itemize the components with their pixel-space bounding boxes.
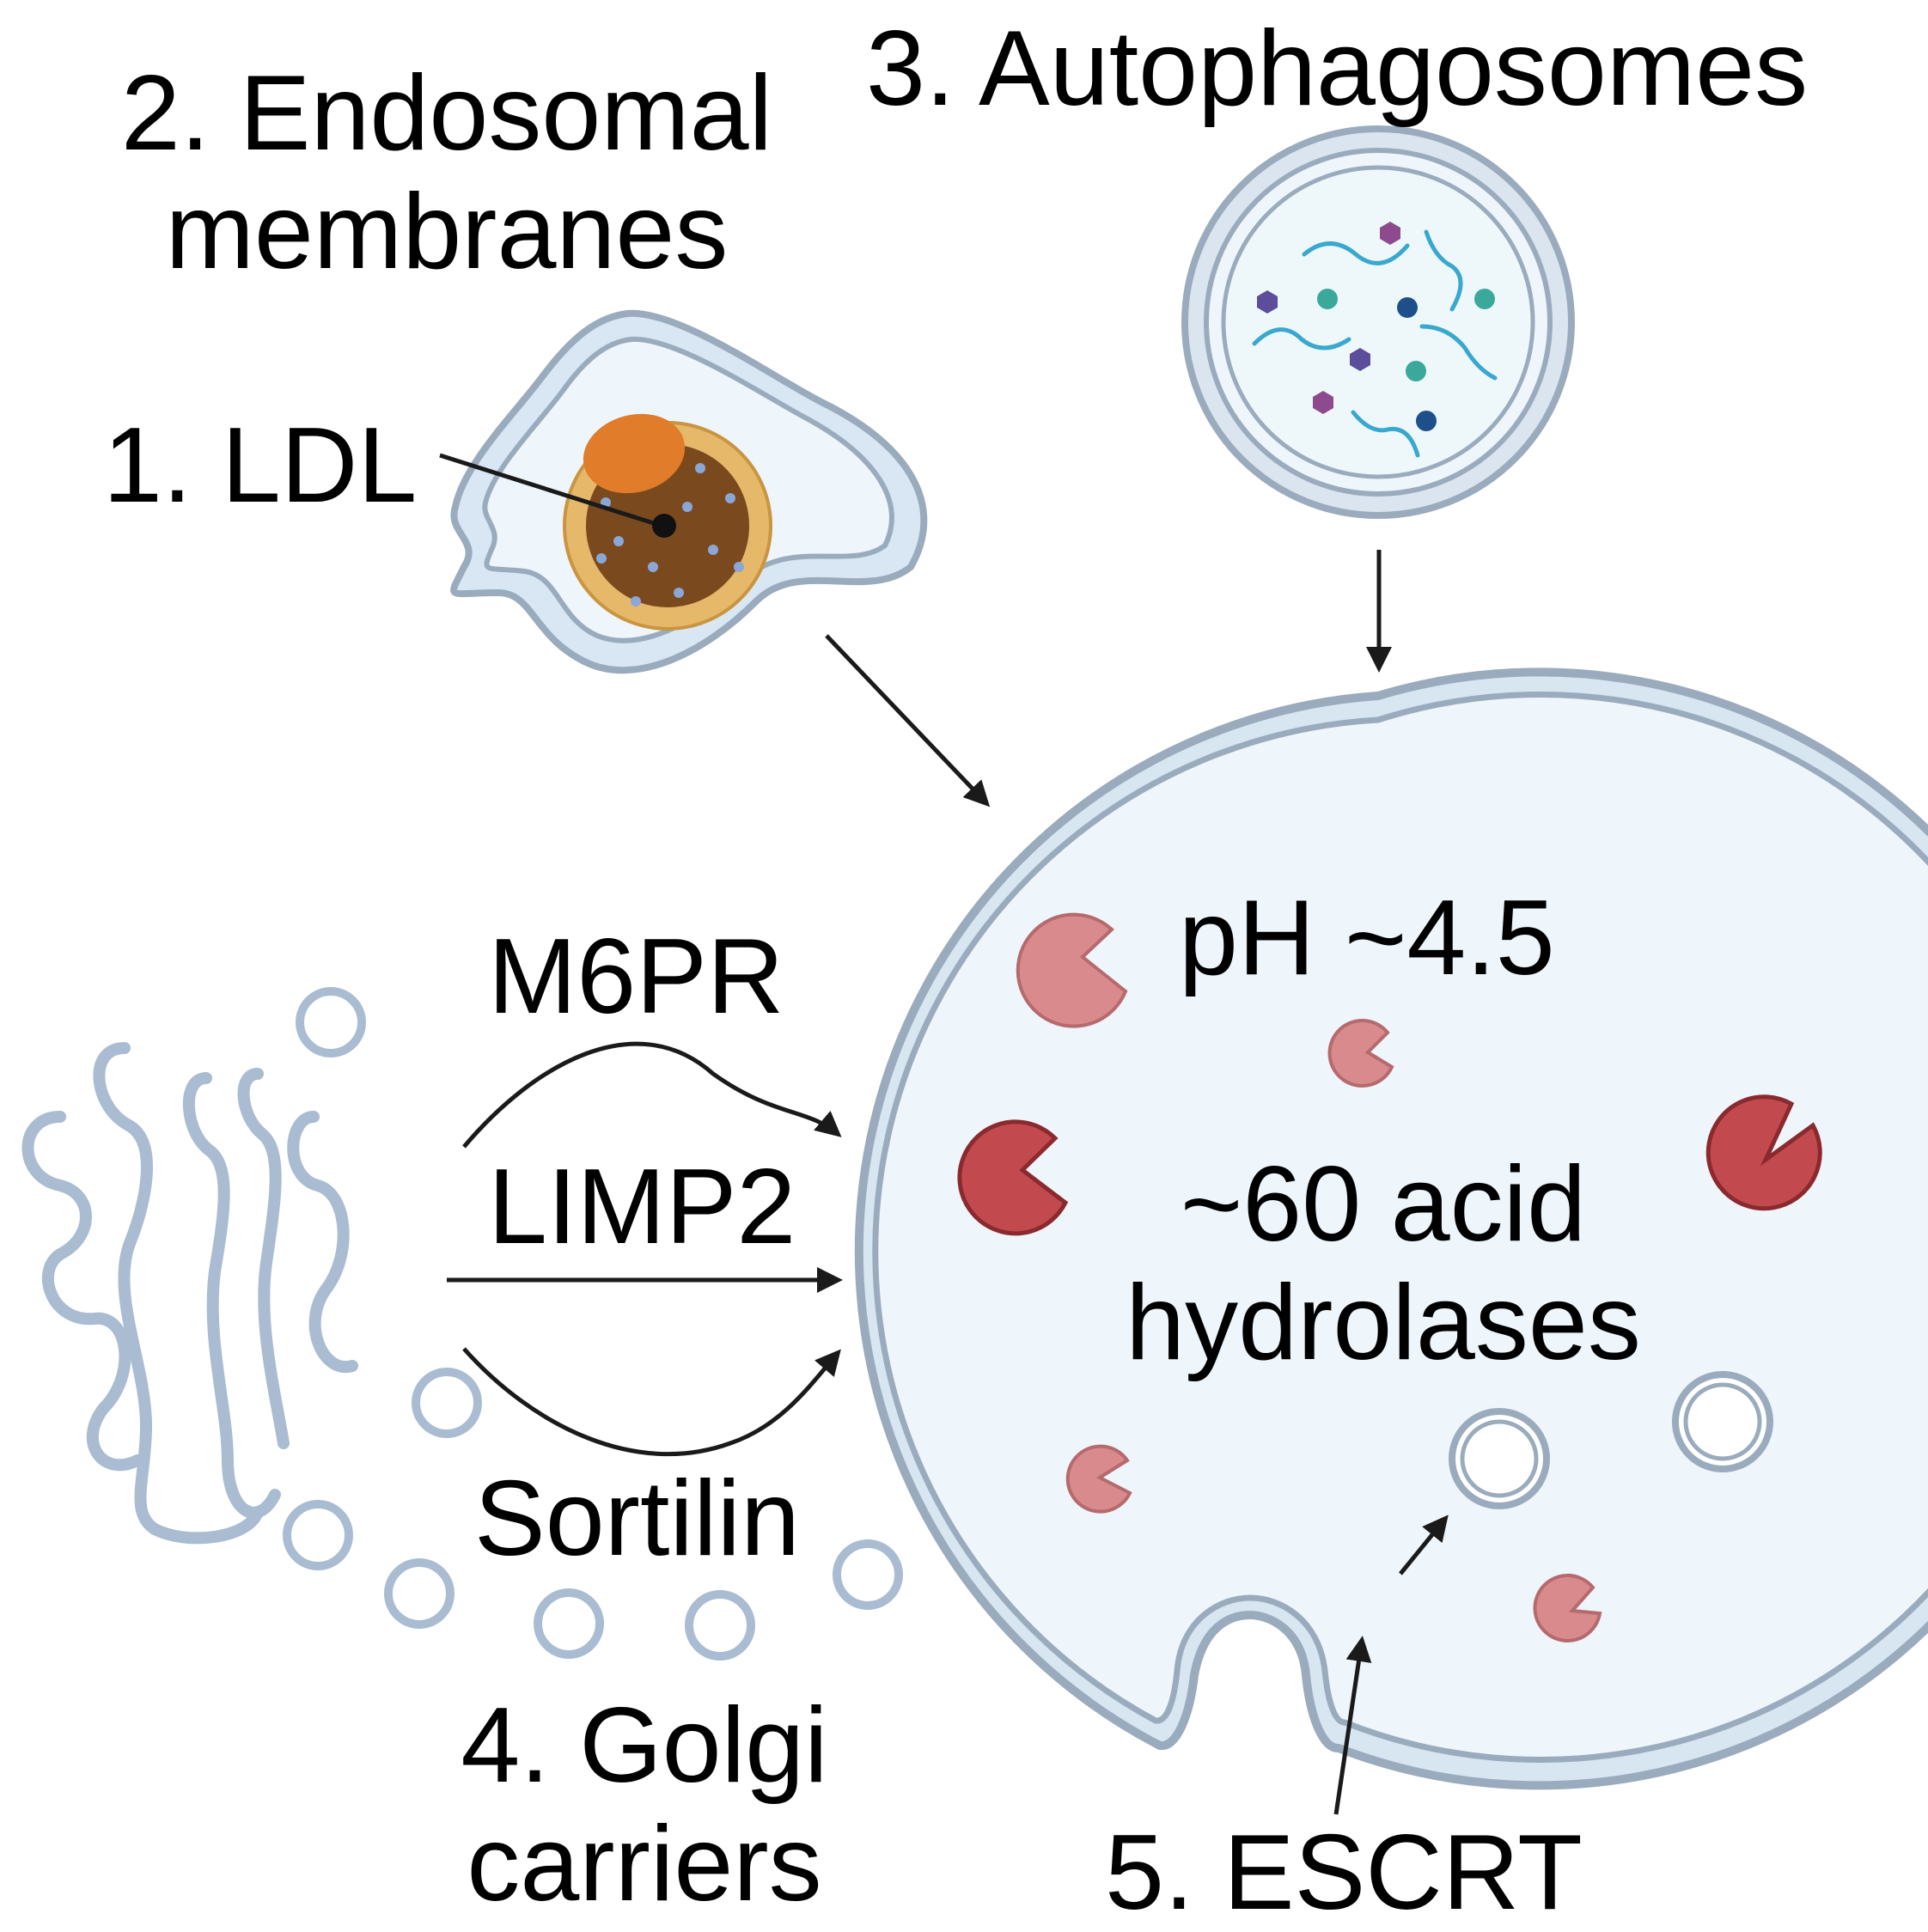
vesicle-icon [1449,1371,1773,1509]
autophagosomes-label: 3. Autophagosomes [866,9,1809,128]
autophagosome-icon [1181,125,1575,519]
m6pr-label: M6PR [488,917,784,1036]
m6pr-arrow [462,1041,842,1149]
acid-hydrolases-label: ~60 acid hydrolases [1126,1145,1641,1382]
ldl-pointer-dot [652,514,676,538]
sortilin-label: Sortilin [474,1460,801,1578]
sortilin-arrow [462,1347,841,1457]
ldl-particle-icon [563,413,772,631]
escrt-arrow [1399,1515,1449,1575]
hydrolase-icon [957,912,1822,1643]
endosomal-membranes-label: 2. Endosomal membranes [120,54,773,291]
golgi-carriers-label: 4. Golgi carriers [461,1686,828,1923]
vesicle-icon [283,987,903,1661]
ph-label: pH ~4.5 [1179,879,1555,997]
limp2-label: LIMP2 [488,1148,796,1266]
golgi-icon [21,1042,358,1545]
arrows [439,453,1449,1815]
escrt-label-arrow [1333,1636,1372,1815]
endosome-to-lysosome-arrow [825,634,991,808]
ldl-pointer-line [439,453,662,528]
escrt-label: 5. ESCRT [1105,1813,1583,1932]
lysosome-icon [854,667,1928,1790]
ldl-label: 1. LDL [103,406,418,525]
